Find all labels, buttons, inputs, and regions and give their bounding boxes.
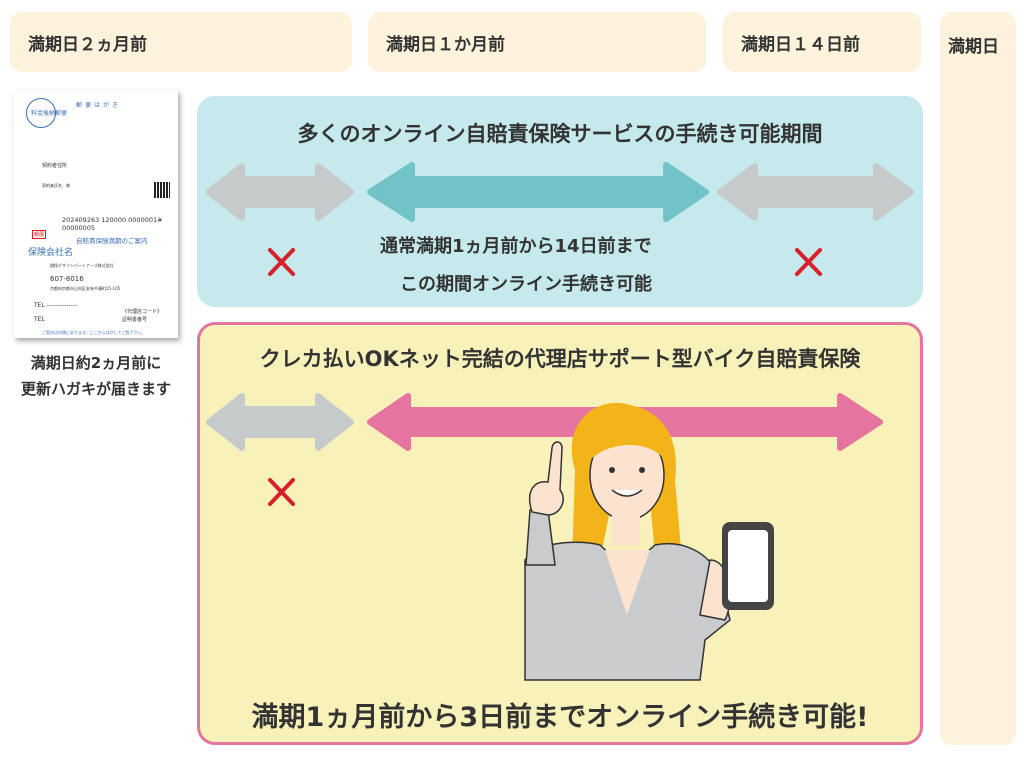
double-arrow-icon bbox=[206, 163, 354, 221]
double-arrow-icon bbox=[367, 162, 709, 222]
woman-pointing-with-smartphone-icon bbox=[524, 402, 774, 681]
our-service-title: クレカ払いOKネット完結の代理店サポート型バイク自賠責保険 bbox=[259, 347, 861, 371]
timeline-label-expiry: 満期日 bbox=[940, 12, 1016, 745]
online-services-title: 多くのオンライン自賠責保険サービスの手続き可能期間 bbox=[297, 122, 823, 146]
cross-mark-icon bbox=[268, 248, 295, 276]
timeline-label-2-months: 満期日２ヵ月前 bbox=[10, 12, 352, 72]
postcard-caption-line1: 満期日約2ヵ月前に bbox=[30, 354, 162, 372]
cross-mark-icon bbox=[795, 248, 822, 276]
double-arrow-icon bbox=[206, 393, 354, 451]
online-services-line2: この期間オンライン手続き可能 bbox=[400, 274, 652, 295]
timeline-label-14-days: 満期日１４日前 bbox=[723, 12, 921, 72]
postcard-caption-line2: 更新ハガキが届きます bbox=[20, 380, 171, 398]
our-service-footer: 満期1ヵ月前から3日前までオンライン手続き可能! bbox=[251, 702, 869, 733]
renewal-postcard-image: 料金後納郵便 郵便はがき 契約者住所 契約者氏名 様 202409263 120… bbox=[14, 90, 178, 338]
online-services-line1: 通常満期1ヵ月前から14日前まで bbox=[380, 236, 652, 257]
double-arrow-icon bbox=[717, 163, 914, 221]
timeline-label-1-month: 満期日１か月前 bbox=[368, 12, 706, 72]
cross-mark-icon bbox=[268, 478, 295, 506]
